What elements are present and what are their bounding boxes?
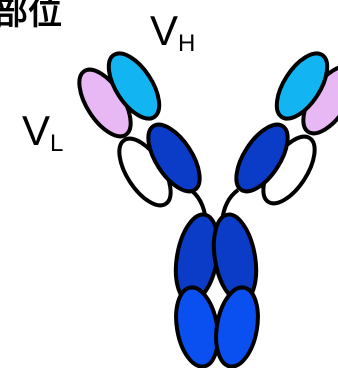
fc-ch3-right-domain — [210, 284, 263, 368]
